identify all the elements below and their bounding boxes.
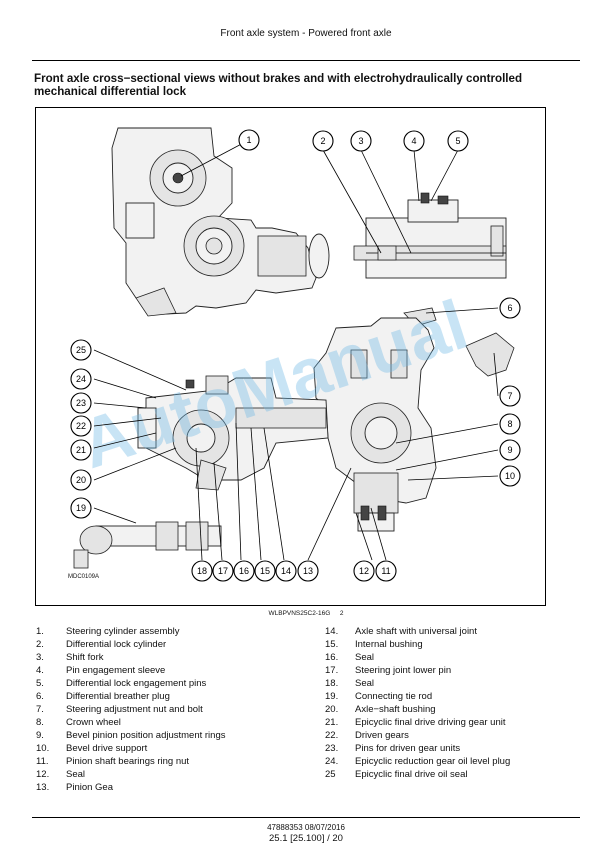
- svg-text:2: 2: [320, 136, 325, 146]
- axle-drawing: [73, 127, 515, 569]
- final-drive-drawing: [137, 375, 329, 491]
- svg-text:8: 8: [507, 419, 512, 429]
- callout-24: 24: [70, 368, 92, 390]
- callout-2: 2: [312, 130, 334, 152]
- callout-21: 21: [70, 439, 92, 461]
- legend-item: 14.Axle shaft with universal joint: [325, 626, 477, 637]
- svg-text:11: 11: [381, 566, 390, 576]
- legend-item: 6.Differential breather plug: [36, 691, 170, 702]
- legend-item: 19.Connecting tie rod: [325, 691, 433, 702]
- svg-text:3: 3: [358, 136, 363, 146]
- legend-item: 1.Steering cylinder assembly: [36, 626, 180, 637]
- svg-text:17: 17: [218, 566, 228, 576]
- legend-item: 2.Differential lock cylinder: [36, 639, 167, 650]
- legend-item: 9.Bevel pinion position adjustment rings: [36, 730, 226, 741]
- legend-item: 8.Crown wheel: [36, 717, 121, 728]
- adjustment-nut-drawing: [465, 332, 515, 377]
- section-title: Front axle cross−sectional views without…: [34, 72, 523, 98]
- legend-item: 15.Internal bushing: [325, 639, 423, 650]
- svg-text:13: 13: [303, 566, 313, 576]
- callout-23: 23: [70, 392, 92, 414]
- legend-item: 13.Pinion Gea: [36, 782, 114, 793]
- callout-4: 4: [403, 130, 425, 152]
- callout-25: 25: [70, 339, 92, 361]
- legend-item: 22.Driven gears: [325, 730, 409, 741]
- callout-5: 5: [447, 130, 469, 152]
- legend-left: 1.Steering cylinder assembly 2.Different…: [36, 626, 225, 795]
- svg-text:23: 23: [76, 398, 86, 408]
- legend-item: 21.Epicyclic final drive driving gear un…: [325, 717, 506, 728]
- svg-text:6: 6: [507, 303, 512, 313]
- footer-rule: [32, 817, 580, 818]
- callout-12: 12: [353, 560, 375, 582]
- legend-item: 16.Seal: [325, 652, 375, 663]
- legend-item: 18.Seal: [325, 678, 375, 689]
- caption-code: WLBPVNS25C2-16G: [268, 610, 331, 617]
- callout-11: 11: [375, 560, 397, 582]
- svg-text:9: 9: [507, 445, 512, 455]
- svg-text:12: 12: [359, 566, 369, 576]
- svg-text:22: 22: [76, 421, 86, 431]
- svg-text:4: 4: [411, 136, 416, 146]
- svg-text:18: 18: [197, 566, 207, 576]
- legend-item: 17.Steering joint lower pin: [325, 665, 452, 676]
- svg-text:19: 19: [76, 503, 86, 513]
- footer-doc: 47888353 08/07/2016: [267, 823, 345, 832]
- svg-text:21: 21: [76, 445, 86, 455]
- diff-lock-drawing: [353, 192, 507, 279]
- legend-item: 5.Differential lock engagement pins: [36, 678, 207, 689]
- callout-20: 20: [70, 469, 92, 491]
- callout-7: 7: [499, 385, 521, 407]
- callout-16: 16: [233, 560, 255, 582]
- legend-item: 4.Pin engagement sleeve: [36, 665, 166, 676]
- header-rule: [32, 60, 580, 61]
- cross-section-figure: AutoManual 1 2 3 4 5 6 7 8: [35, 107, 546, 606]
- legend-right: 14.Axle shaft with universal joint 15.In…: [325, 626, 510, 782]
- page-header: Front axle system - Powered front axle: [220, 28, 392, 39]
- svg-text:14: 14: [281, 566, 291, 576]
- callout-9: 9: [499, 439, 521, 461]
- callout-6: 6: [499, 297, 521, 319]
- svg-text:5: 5: [455, 136, 460, 146]
- callout-10: 10: [499, 465, 521, 487]
- callout-18: 18: [191, 560, 213, 582]
- callout-3: 3: [350, 130, 372, 152]
- callout-15: 15: [254, 560, 276, 582]
- steering-cylinder-drawing: [111, 127, 330, 317]
- svg-text:24: 24: [76, 374, 86, 384]
- callout-8: 8: [499, 413, 521, 435]
- svg-text:16: 16: [239, 566, 249, 576]
- callout-layer: 1 2 3 4 5 6 7 8 9 10 11 12 13 14 15 16 1…: [70, 129, 521, 582]
- svg-text:10: 10: [505, 471, 515, 481]
- svg-text:7: 7: [507, 391, 512, 401]
- legend-item: 3.Shift fork: [36, 652, 104, 663]
- legend-item: 11.Pinion shaft bearings ring nut: [36, 756, 190, 767]
- svg-text:20: 20: [76, 475, 86, 485]
- legend-item: 7.Steering adjustment nut and bolt: [36, 704, 203, 715]
- caption-number: 2: [339, 610, 344, 617]
- callout-14: 14: [275, 560, 297, 582]
- svg-text:25: 25: [76, 345, 86, 355]
- figure-caption: WLBPVNS25C2-16G 2: [0, 610, 612, 617]
- callout-22: 22: [70, 415, 92, 437]
- legend-item: 20.Axle−shaft bushing: [325, 704, 436, 715]
- svg-text:15: 15: [260, 566, 270, 576]
- legend-item: 12.Seal: [36, 769, 86, 780]
- legend-item: 23.Pins for driven gear units: [325, 743, 461, 754]
- axle-housing-drawing: [313, 317, 437, 532]
- callout-17: 17: [212, 560, 234, 582]
- callout-1: 1: [238, 129, 260, 151]
- svg-text:1: 1: [246, 135, 251, 145]
- figure-code: MDC0109A: [68, 574, 100, 580]
- legend-item: 10.Bevel drive support: [36, 743, 148, 754]
- callout-19: 19: [70, 497, 92, 519]
- legend-item: 24.Epicyclic reduction gear oil level pl…: [325, 756, 511, 767]
- footer-page: 25.1 [25.100] / 20: [269, 833, 343, 844]
- tie-rod-drawing: [73, 521, 222, 569]
- callout-13: 13: [297, 560, 319, 582]
